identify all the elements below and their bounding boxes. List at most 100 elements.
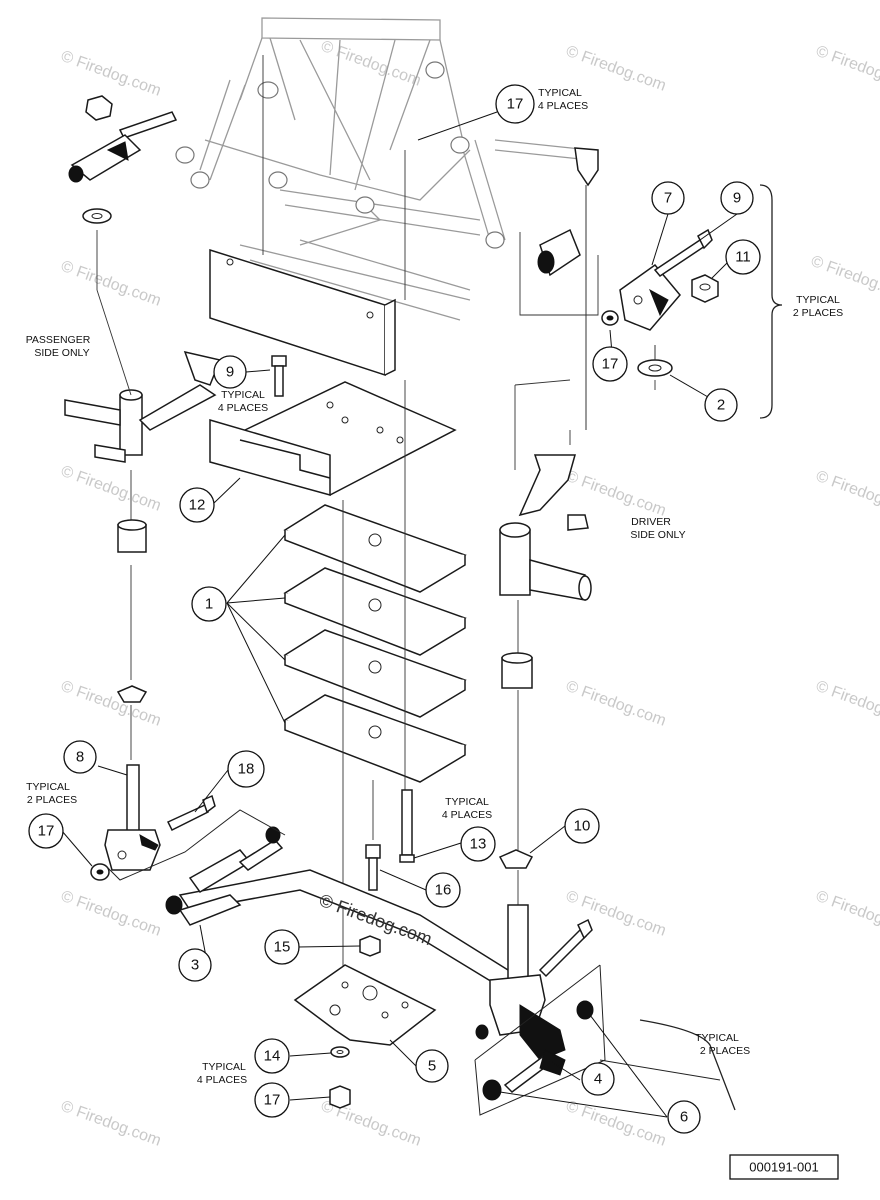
nut-17-right bbox=[601, 310, 619, 326]
note-driver-side-only: DRIVER SIDE ONLY bbox=[630, 516, 685, 541]
svg-text:6: 6 bbox=[680, 1109, 688, 1126]
frame-pivots bbox=[175, 61, 505, 249]
group-lines bbox=[104, 809, 721, 1116]
note-typical-4-places-bottom: TYPICAL 4 PLACES bbox=[197, 1061, 247, 1086]
nut-17-left bbox=[90, 863, 110, 881]
callout-12: 12 bbox=[179, 487, 215, 523]
svg-text:4: 4 bbox=[594, 1071, 602, 1088]
svg-text:11: 11 bbox=[735, 249, 751, 266]
note-typical-2-places-left: TYPICAL 2 PLACES bbox=[26, 781, 77, 806]
svg-text:9: 9 bbox=[226, 364, 234, 381]
nut-11 bbox=[691, 274, 719, 303]
callout-14: 14 bbox=[254, 1038, 290, 1074]
bolt-18 bbox=[166, 794, 216, 832]
king-pin-8 bbox=[104, 764, 161, 871]
svg-text:4 PLACES: 4 PLACES bbox=[218, 402, 268, 414]
svg-text:TYPICAL: TYPICAL bbox=[26, 781, 70, 793]
svg-text:12: 12 bbox=[189, 497, 206, 514]
watermark: © Firedog.com bbox=[814, 888, 880, 940]
svg-text:17: 17 bbox=[507, 96, 524, 113]
note-passenger-side-only: PASSENGER SIDE ONLY bbox=[26, 334, 91, 359]
king-pin-right bbox=[475, 904, 566, 1061]
callout-13: 13 bbox=[460, 826, 496, 862]
svg-text:2 PLACES: 2 PLACES bbox=[793, 307, 843, 319]
svg-text:PASSENGER: PASSENGER bbox=[26, 334, 91, 346]
svg-text:4 PLACES: 4 PLACES bbox=[197, 1074, 247, 1086]
svg-text:SIDE ONLY: SIDE ONLY bbox=[34, 347, 89, 359]
svg-text:7: 7 bbox=[664, 190, 672, 207]
callout-9-right: 9 bbox=[720, 181, 754, 215]
svg-text:2 PLACES: 2 PLACES bbox=[27, 794, 77, 806]
svg-text:TYPICAL: TYPICAL bbox=[202, 1061, 246, 1073]
watermark: © Firedog.com bbox=[59, 48, 164, 100]
svg-text:4 PLACES: 4 PLACES bbox=[538, 100, 588, 112]
watermark: © Firedog.com bbox=[319, 38, 424, 90]
bolt-16 bbox=[365, 844, 381, 891]
watermark: © Firedog.com bbox=[564, 678, 669, 730]
passenger-spindle bbox=[64, 350, 222, 463]
svg-text:DRIVER: DRIVER bbox=[631, 516, 671, 528]
callout-2: 2 bbox=[704, 388, 738, 422]
frame-assembly bbox=[199, 17, 591, 321]
watermark: © Firedog.com bbox=[59, 463, 164, 515]
watermark: © Firedog.com bbox=[59, 678, 164, 730]
drawing-code-box: 000191-001 bbox=[729, 1154, 839, 1180]
svg-text:TYPICAL: TYPICAL bbox=[221, 389, 265, 401]
watermark: © Firedog.com bbox=[59, 888, 164, 940]
callout-17-right: 17 bbox=[592, 346, 628, 382]
king-pin-bushings bbox=[117, 519, 533, 689]
callout-3: 3 bbox=[178, 948, 212, 982]
brace-typical-2-lower bbox=[639, 1019, 736, 1111]
callout-10: 10 bbox=[564, 808, 600, 844]
callout-17-left: 17 bbox=[28, 813, 64, 849]
left-upper-components bbox=[68, 95, 178, 224]
assembly-lines bbox=[96, 55, 656, 1010]
callout-5: 5 bbox=[415, 1049, 449, 1083]
svg-text:TYPICAL: TYPICAL bbox=[445, 796, 489, 808]
svg-text:15: 15 bbox=[274, 939, 291, 956]
svg-text:1: 1 bbox=[205, 596, 213, 613]
svg-text:2: 2 bbox=[717, 397, 725, 414]
nut-17-bottom bbox=[329, 1085, 351, 1109]
watermark: © Firedog.com bbox=[564, 468, 669, 520]
washer-2 bbox=[637, 345, 673, 377]
svg-text:5: 5 bbox=[428, 1058, 436, 1075]
drawing-code: 000191-001 bbox=[749, 1160, 818, 1175]
callout-11: 11 bbox=[725, 239, 761, 275]
callout-16: 16 bbox=[425, 872, 461, 908]
svg-text:SIDE ONLY: SIDE ONLY bbox=[630, 529, 685, 541]
note-typical-4-places-top: TYPICAL 4 PLACES bbox=[538, 87, 588, 112]
svg-text:8: 8 bbox=[76, 749, 84, 766]
note-typical-2-places-right: TYPICAL 2 PLACES bbox=[793, 294, 843, 319]
svg-text:2 PLACES: 2 PLACES bbox=[700, 1045, 750, 1057]
bolt-13 bbox=[399, 789, 415, 863]
watermark-layer: © Firedog.com © Firedog.com © Firedog.co… bbox=[59, 38, 880, 1150]
svg-text:13: 13 bbox=[470, 836, 487, 853]
washer-14 bbox=[330, 1046, 350, 1058]
callout-17-bottom: 17 bbox=[254, 1082, 290, 1118]
callout-7: 7 bbox=[651, 181, 685, 215]
callout-9-left: 9 bbox=[213, 355, 247, 389]
watermark: © Firedog.com bbox=[59, 1098, 164, 1150]
callout-8: 8 bbox=[63, 740, 97, 774]
callout-1: 1 bbox=[191, 586, 227, 622]
watermark: © Firedog.com bbox=[59, 258, 164, 310]
watermark: © Firedog.com bbox=[564, 1098, 669, 1150]
note-typical-4-places-middle: TYPICAL 4 PLACES bbox=[442, 796, 492, 821]
nut-15 bbox=[359, 935, 381, 957]
bolt-9-left bbox=[271, 355, 287, 397]
note-typical-4-places-left: TYPICAL 4 PLACES bbox=[218, 389, 268, 414]
clamp-plate-5 bbox=[293, 964, 437, 1046]
thrust-washers bbox=[116, 685, 534, 869]
watermark: © Firedog.com bbox=[814, 43, 880, 95]
spacer-plate-12 bbox=[209, 381, 457, 496]
leader-lines bbox=[61, 111, 738, 1118]
callout-4: 4 bbox=[581, 1062, 615, 1096]
svg-text:9: 9 bbox=[733, 190, 741, 207]
svg-text:16: 16 bbox=[435, 882, 452, 899]
svg-text:TYPICAL: TYPICAL bbox=[538, 87, 582, 99]
tie-rod-end bbox=[574, 147, 599, 430]
driver-spindle bbox=[499, 454, 592, 601]
svg-text:4 PLACES: 4 PLACES bbox=[442, 809, 492, 821]
